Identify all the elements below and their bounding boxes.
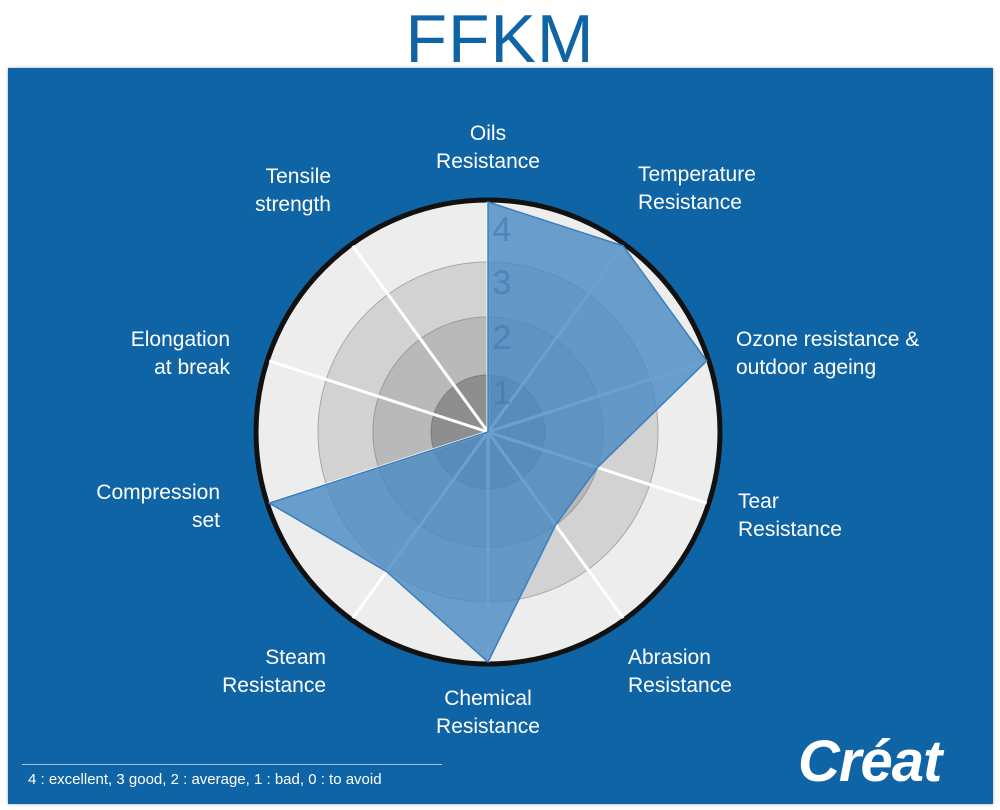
spoke-8 — [268, 359, 489, 434]
chart-title: FFKM — [405, 1, 595, 68]
footnote-divider — [22, 764, 442, 765]
footnote-legend: 4 : excellent, 3 good, 2 : average, 1 : … — [28, 771, 382, 788]
creat-logo: Créat — [798, 729, 942, 794]
series-polygon — [267, 200, 708, 664]
radar-series — [267, 200, 708, 664]
spoke-9 — [351, 245, 490, 433]
axis-label-2: Ozone resistance &outdoor ageing — [736, 328, 919, 379]
